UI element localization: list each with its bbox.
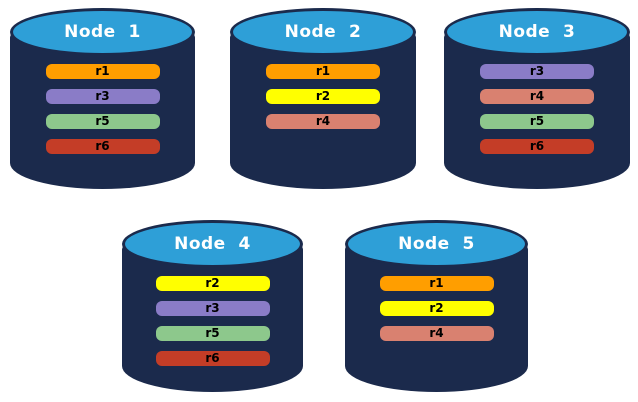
cylinder-top: Node 4 bbox=[122, 220, 303, 268]
node-cylinder-4: Node 4 r2 r3 r5 r6 bbox=[122, 220, 303, 392]
replica-bar: r1 bbox=[266, 64, 380, 79]
replica-bar: r5 bbox=[45, 114, 160, 129]
cylinder-top: Node 1 bbox=[10, 8, 195, 56]
replica-bar: r3 bbox=[45, 89, 160, 104]
node-title: Node 2 bbox=[284, 22, 362, 42]
replica-list: r1 r2 r4 bbox=[345, 276, 528, 341]
replica-list: r1 r3 r5 r6 bbox=[10, 64, 195, 154]
cylinder-body bbox=[10, 32, 195, 189]
replica-bar: r4 bbox=[480, 89, 594, 104]
replica-bar: r3 bbox=[480, 64, 594, 79]
node-title: Node 3 bbox=[498, 22, 576, 42]
node-title: Node 5 bbox=[398, 234, 475, 254]
node-cylinder-3: Node 3 r3 r4 r5 r6 bbox=[444, 8, 630, 189]
cylinder-body bbox=[230, 32, 416, 189]
node-cylinder-2: Node 2 r1 r2 r4 bbox=[230, 8, 416, 189]
node-cylinder-1: Node 1 r1 r3 r5 r6 bbox=[10, 8, 195, 189]
replica-bar: r1 bbox=[379, 276, 494, 291]
cylinder-body bbox=[345, 244, 528, 392]
replica-bar: r2 bbox=[266, 89, 380, 104]
replica-bar: r6 bbox=[155, 351, 270, 366]
cylinder-body bbox=[122, 244, 303, 392]
node-cylinder-5: Node 5 r1 r2 r4 bbox=[345, 220, 528, 392]
replica-list: r3 r4 r5 r6 bbox=[444, 64, 630, 154]
replica-bar: r5 bbox=[155, 326, 270, 341]
node-title: Node 4 bbox=[174, 234, 251, 254]
cylinder-body bbox=[444, 32, 630, 189]
replica-bar: r3 bbox=[155, 301, 270, 316]
replica-bar: r4 bbox=[379, 326, 494, 341]
replica-list: r1 r2 r4 bbox=[230, 64, 416, 129]
replica-bar: r1 bbox=[45, 64, 160, 79]
replica-bar: r5 bbox=[480, 114, 594, 129]
replica-list: r2 r3 r5 r6 bbox=[122, 276, 303, 366]
cylinder-top: Node 5 bbox=[345, 220, 528, 268]
replica-bar: r6 bbox=[480, 139, 594, 154]
replica-bar: r2 bbox=[379, 301, 494, 316]
replica-bar: r2 bbox=[155, 276, 270, 291]
cylinder-top: Node 3 bbox=[444, 8, 630, 56]
node-title: Node 1 bbox=[64, 22, 141, 42]
cylinder-top: Node 2 bbox=[230, 8, 416, 56]
replica-bar: r4 bbox=[266, 114, 380, 129]
replica-bar: r6 bbox=[45, 139, 160, 154]
